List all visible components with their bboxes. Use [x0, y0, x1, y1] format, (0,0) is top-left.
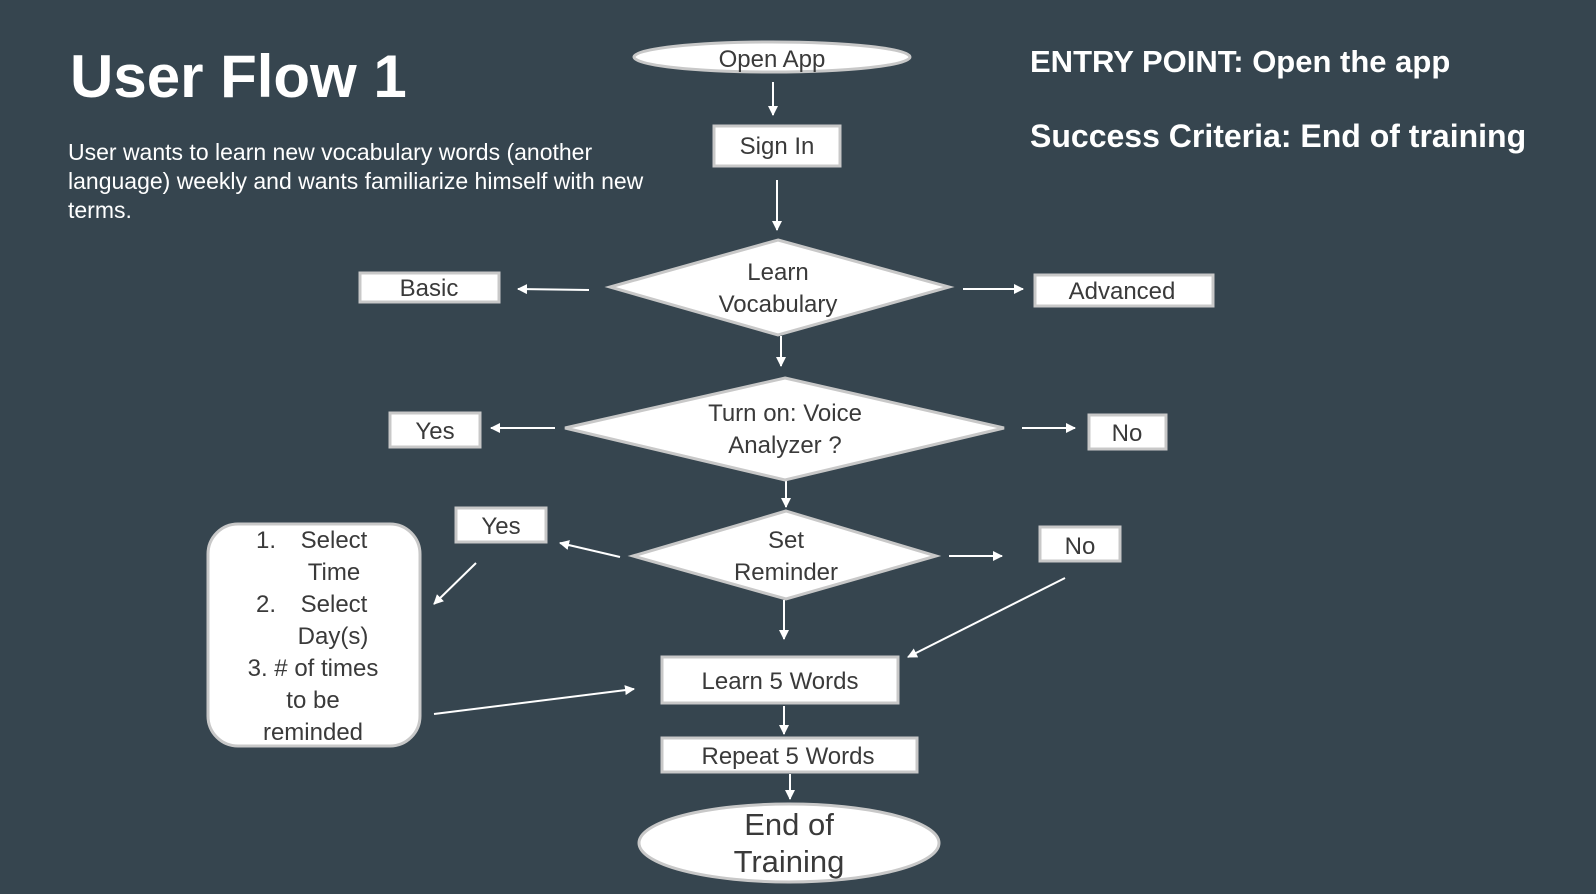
arrow-reminder-to-yes: [559, 540, 621, 558]
node-reminder-yes: Yes: [454, 506, 548, 544]
success-criteria-text: Success Criteria: End of training: [1030, 118, 1527, 154]
voice-no-label: No: [1112, 420, 1143, 447]
node-learn-vocabulary: Learn Vocabulary: [604, 238, 955, 337]
node-advanced: Advanced: [1033, 273, 1215, 308]
node-open-app: Open App: [632, 40, 912, 74]
node-repeat-5-words: Repeat 5 Words: [660, 736, 919, 774]
voice-analyzer-line1: Turn on: Voice: [708, 400, 862, 427]
node-learn-5-words: Learn 5 Words: [660, 655, 900, 705]
voice-yes-label: Yes: [415, 418, 454, 445]
option-1-number: 1.: [256, 527, 276, 554]
end-of-training-line2: Training: [734, 844, 845, 879]
option-3-line2: to be: [286, 687, 339, 714]
option-3-line3: reminded: [263, 719, 363, 746]
node-end-of-training: End of Training: [637, 802, 941, 884]
node-voice-analyzer: Turn on: Voice Analyzer ?: [564, 376, 1005, 482]
node-voice-yes: Yes: [388, 411, 482, 449]
voice-analyzer-line2: Analyzer ?: [728, 432, 841, 459]
option-1-line2: Time: [308, 559, 360, 586]
end-of-training-line1: End of: [744, 807, 834, 842]
learn-vocabulary-line1: Learn: [747, 259, 808, 286]
set-reminder-line2: Reminder: [734, 559, 838, 586]
open-app-label: Open App: [719, 46, 826, 73]
learn-vocabulary-line2: Vocabulary: [719, 291, 838, 318]
node-sign-in: Sign In: [712, 124, 842, 168]
reminder-yes-label: Yes: [481, 513, 520, 540]
node-voice-no: No: [1087, 413, 1168, 451]
arrow-learn-to-basic: [517, 284, 590, 295]
advanced-label: Advanced: [1069, 278, 1176, 305]
node-reminder-options: 1. Select Time 2. Select Day(s) 3. # of …: [206, 522, 422, 748]
entry-point-text: ENTRY POINT: Open the app: [1030, 44, 1451, 79]
arrow-yes-to-options: [433, 562, 477, 605]
option-2-line1: Select: [301, 591, 368, 618]
connector-arrows: [433, 82, 1076, 800]
learn-5-words-label: Learn 5 Words: [702, 668, 859, 695]
arrow-options-to-learnwords: [433, 685, 635, 715]
reminder-no-label: No: [1065, 533, 1096, 560]
node-set-reminder: Set Reminder: [627, 509, 942, 601]
arrow-no-to-learnwords: [907, 577, 1066, 658]
option-2-number: 2.: [256, 591, 276, 618]
option-1-line1: Select: [301, 527, 368, 554]
option-2-line2: Day(s): [298, 623, 369, 650]
sign-in-label: Sign In: [740, 133, 815, 160]
repeat-5-words-label: Repeat 5 Words: [702, 743, 875, 770]
set-reminder-line1: Set: [768, 527, 804, 554]
node-basic: Basic: [358, 271, 501, 304]
option-3-line1: 3. # of times: [248, 655, 379, 682]
page-title: User Flow 1: [70, 43, 407, 110]
flow-description: User wants to learn new vocabulary words…: [68, 139, 644, 223]
basic-label: Basic: [400, 275, 459, 302]
node-reminder-no: No: [1038, 525, 1122, 563]
